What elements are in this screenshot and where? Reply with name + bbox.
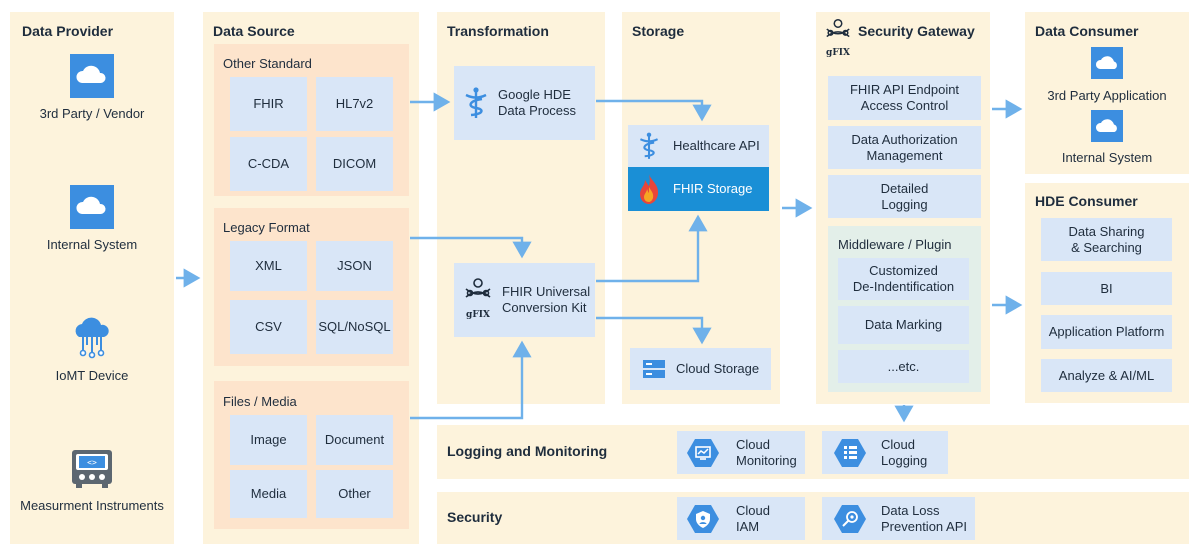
source-item: CSV bbox=[230, 300, 307, 354]
arrow-kit-to-fhir-storage bbox=[596, 214, 708, 283]
gfix-logo-icon: gFIX bbox=[460, 261, 496, 339]
gfix-logo-icon: gFIX bbox=[823, 17, 853, 61]
data-source-title: Data Source bbox=[213, 23, 295, 39]
storage-icon bbox=[643, 360, 665, 378]
cloud-storage-box: Cloud Storage bbox=[630, 348, 771, 390]
svg-text:<>: <> bbox=[87, 458, 97, 467]
gateway-item: Detailed Logging bbox=[828, 175, 981, 218]
hde-consumer-item: Analyze & AI/ML bbox=[1041, 359, 1172, 392]
hde-consumer-item: BI bbox=[1041, 272, 1172, 305]
source-item: XML bbox=[230, 241, 307, 291]
arrow-files-to-kit bbox=[410, 340, 532, 420]
fhir-storage-label: FHIR Storage bbox=[673, 181, 753, 196]
security-row bbox=[437, 492, 1189, 544]
source-item: Document bbox=[316, 415, 393, 465]
middleware-item: Data Marking bbox=[838, 306, 969, 344]
cloud-icon bbox=[70, 54, 114, 98]
cloud-monitoring-label: Cloud Monitoring bbox=[736, 436, 797, 468]
fire-icon bbox=[640, 174, 659, 204]
logging-monitoring-title: Logging and Monitoring bbox=[447, 443, 608, 459]
group-label: Legacy Format bbox=[223, 220, 310, 235]
arrow-kit-to-cloud-storage bbox=[596, 316, 712, 345]
dlp-api-label: Data Loss Prevention API bbox=[881, 502, 967, 534]
cloud-iam-box: Cloud IAM bbox=[677, 497, 805, 540]
group-label: Other Standard bbox=[223, 56, 312, 71]
provider-label: Measurment Instruments bbox=[20, 498, 164, 513]
arrow-hde-to-healthcare-api bbox=[596, 99, 712, 122]
group-label: Files / Media bbox=[223, 394, 297, 409]
fhir-storage-box: FHIR Storage bbox=[628, 167, 769, 211]
dlp-icon bbox=[834, 504, 866, 533]
source-item: FHIR bbox=[230, 77, 307, 131]
security-gateway-title: Security Gateway bbox=[858, 23, 975, 39]
middleware-item: Customized De-Indentification bbox=[838, 258, 969, 300]
iam-icon bbox=[687, 504, 719, 533]
source-item: Image bbox=[230, 415, 307, 465]
cloud-monitoring-box: Cloud Monitoring bbox=[677, 431, 805, 474]
data-provider-title: Data Provider bbox=[22, 23, 114, 39]
middleware-item: ...etc. bbox=[838, 350, 969, 383]
gateway-item: FHIR API Endpoint Access Control bbox=[828, 76, 981, 120]
instrument-icon: <> bbox=[70, 446, 114, 490]
hde-consumer-item: Data Sharing & Searching bbox=[1041, 218, 1172, 261]
google-hde-process-box: Google HDE Data Process bbox=[454, 66, 595, 140]
source-item: SQL/NoSQL bbox=[316, 300, 393, 354]
provider-label: 3rd Party / Vendor bbox=[39, 106, 145, 121]
transformation-title: Transformation bbox=[447, 23, 549, 39]
consumer-label: Internal System bbox=[1061, 150, 1153, 165]
gfix-text: gFIX bbox=[826, 48, 850, 58]
healthcare-api-box: Healthcare API bbox=[628, 125, 769, 167]
consumer-label: 3rd Party Application bbox=[1047, 88, 1167, 103]
caduceus-icon bbox=[465, 87, 487, 118]
cloud-icon bbox=[1091, 47, 1123, 79]
dlp-api-box: Data Loss Prevention API bbox=[822, 497, 975, 540]
cloud-storage-label: Cloud Storage bbox=[676, 361, 760, 376]
fhir-kit-label: FHIR Universal Conversion Kit bbox=[502, 284, 591, 315]
cloud-iam-label: Cloud IAM bbox=[736, 502, 770, 534]
provider-label: Internal System bbox=[46, 237, 138, 252]
middleware-label: Middleware / Plugin bbox=[838, 237, 952, 252]
source-item: C-CDA bbox=[230, 137, 307, 191]
fhir-conversion-kit-box: gFIX FHIR Universal Conversion Kit bbox=[454, 263, 595, 337]
cloud-logging-box: Cloud Logging bbox=[822, 431, 948, 474]
hde-consumer-item: Application Platform bbox=[1041, 315, 1172, 349]
hde-consumer-title: HDE Consumer bbox=[1035, 193, 1138, 209]
arrow-legacy-to-kit bbox=[410, 236, 532, 259]
source-item: JSON bbox=[316, 241, 393, 291]
iot-icon bbox=[70, 315, 114, 359]
gfix-text: gFIX bbox=[466, 310, 490, 320]
source-item: Media bbox=[230, 470, 307, 518]
provider-label: IoMT Device bbox=[55, 368, 129, 383]
data-consumer-column bbox=[1025, 12, 1189, 174]
cloud-logging-label: Cloud Logging bbox=[881, 436, 928, 468]
source-item: Other bbox=[316, 470, 393, 518]
cloud-icon bbox=[1091, 110, 1123, 142]
logging-monitoring-row bbox=[437, 425, 1189, 479]
gateway-item: Data Authorization Management bbox=[828, 126, 981, 169]
data-consumer-title: Data Consumer bbox=[1035, 23, 1139, 39]
healthcare-api-label: Healthcare API bbox=[673, 138, 760, 153]
source-item: DICOM bbox=[316, 137, 393, 191]
cloud-icon bbox=[70, 185, 114, 229]
caduceus-icon bbox=[639, 132, 659, 159]
google-hde-label: Google HDE Data Process bbox=[498, 87, 577, 118]
storage-title: Storage bbox=[632, 23, 685, 39]
monitoring-icon bbox=[687, 438, 719, 467]
logging-icon bbox=[834, 438, 866, 467]
source-item: HL7v2 bbox=[316, 77, 393, 131]
security-title: Security bbox=[447, 509, 503, 525]
